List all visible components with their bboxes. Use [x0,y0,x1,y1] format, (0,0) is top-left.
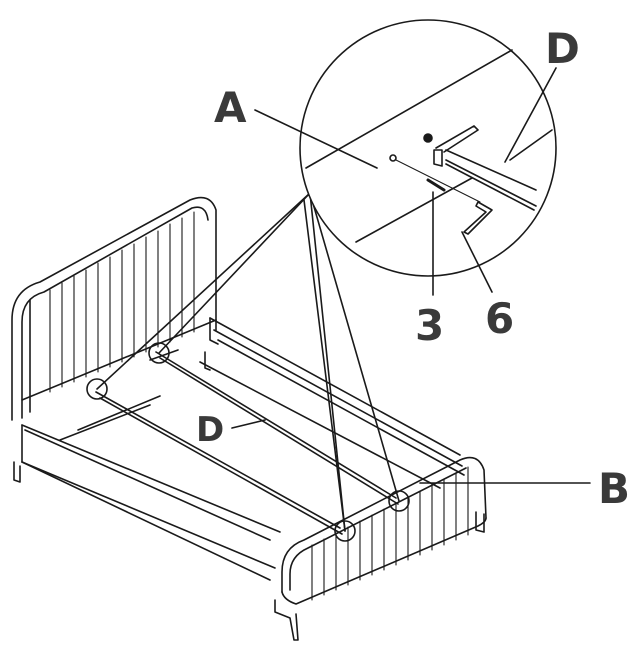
label-a-headboard: A [214,83,247,132]
label-b-footboard: B [598,464,631,513]
detail-leader-lines [96,192,400,532]
label-3-bolt: 3 [415,301,445,350]
label-leaders [231,67,591,484]
detail-magnifier [299,19,557,277]
label-d-rail-detail: D [545,24,580,73]
far-rail [199,317,465,489]
joint-circles [86,342,410,542]
headboard [11,196,217,483]
footboard [281,456,487,605]
label-d-rail: D [196,410,225,450]
metal-rails [77,349,399,535]
label-6-allen-key: 6 [485,294,515,343]
bed-base [21,404,299,641]
